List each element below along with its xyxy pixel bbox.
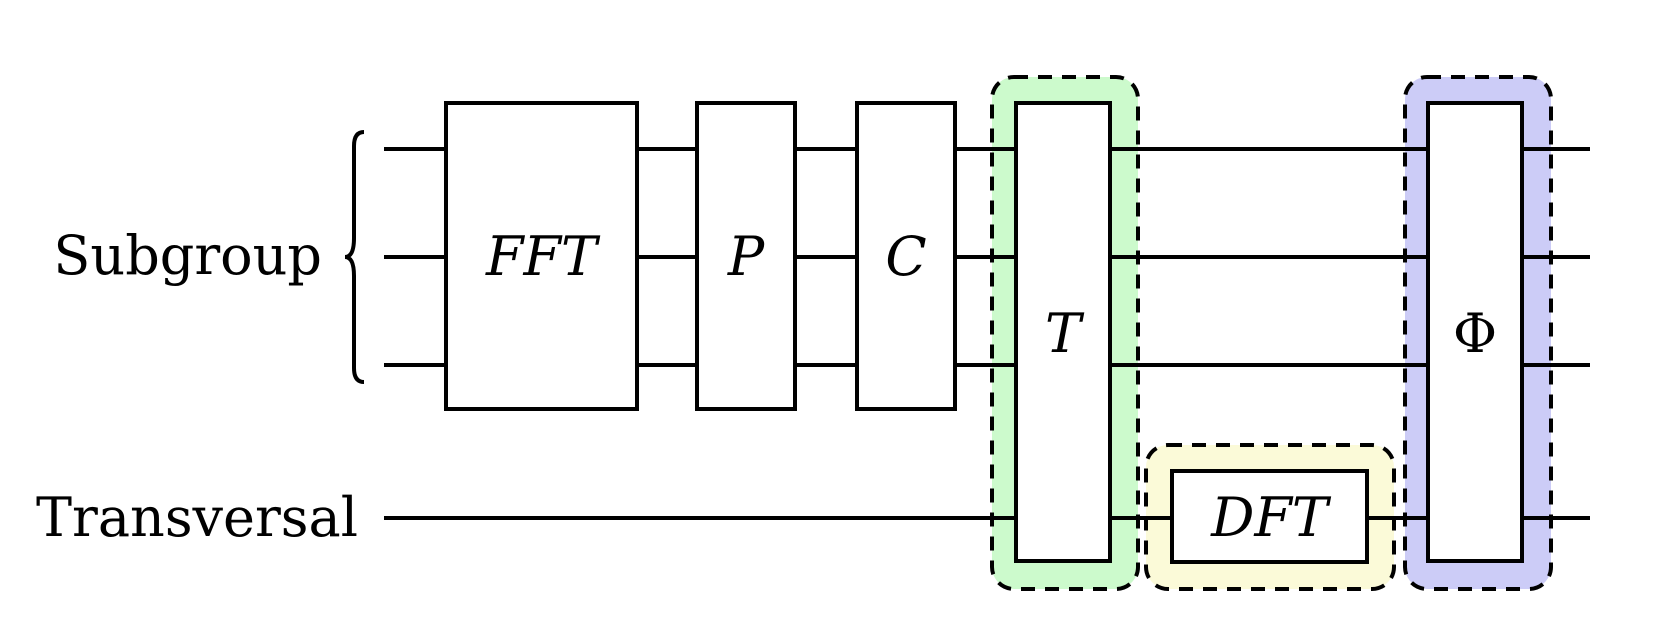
c-gate: C (855, 101, 957, 411)
t-gate: T (1014, 101, 1112, 563)
phi-gate-label: Φ (1453, 302, 1497, 365)
p-gate-label: P (727, 225, 766, 288)
t-gate-label: T (1045, 302, 1085, 365)
subgroup-label: Subgroup (53, 224, 322, 287)
c-gate-label: C (885, 225, 926, 288)
transversal-label: Transversal (36, 486, 358, 549)
p-gate: P (695, 101, 797, 411)
dft-gate: DFT (1170, 469, 1369, 564)
dft-gate-label: DFT (1210, 486, 1332, 549)
fft-gate-label: FFT (485, 225, 601, 288)
phi-gate: Φ (1426, 101, 1524, 563)
subgroup-brace (344, 130, 365, 384)
fft-gate: FFT (444, 101, 639, 411)
